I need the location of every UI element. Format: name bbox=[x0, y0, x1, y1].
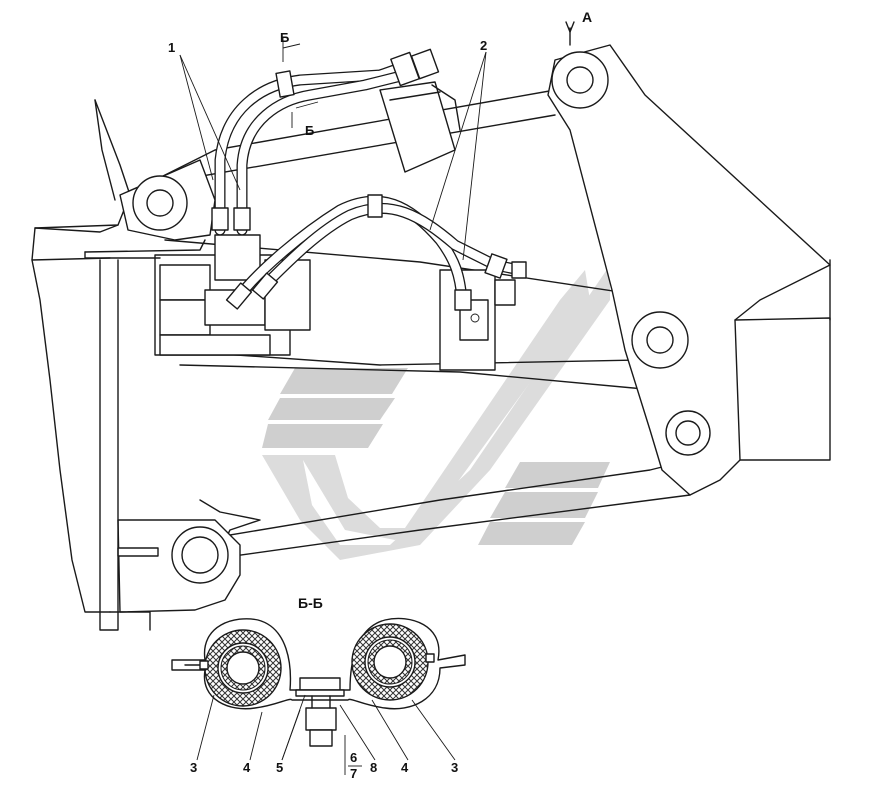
section-mark-top: Б bbox=[280, 30, 289, 45]
callout-3-left: 3 bbox=[190, 760, 197, 775]
frame-left bbox=[31, 99, 131, 613]
section-clamp bbox=[171, 617, 466, 775]
callout-4-left: 4 bbox=[243, 760, 251, 775]
callout-8: 8 bbox=[370, 760, 377, 775]
right-valve bbox=[439, 269, 516, 371]
section-title: Б-Б bbox=[298, 595, 323, 611]
callout-1: 1 bbox=[168, 40, 175, 55]
lower-pin-bracket bbox=[99, 259, 241, 631]
bellcrank bbox=[547, 21, 831, 496]
callout-2: 2 bbox=[480, 38, 487, 53]
callout-4-right: 4 bbox=[401, 760, 409, 775]
callout-leaders-main bbox=[179, 38, 487, 261]
view-label-a: А bbox=[582, 9, 592, 25]
callout-7: 7 bbox=[350, 766, 357, 781]
callout-6: 6 bbox=[350, 750, 357, 765]
hoses bbox=[211, 48, 527, 311]
watermark-logo bbox=[262, 265, 610, 560]
callout-3-right: 3 bbox=[451, 760, 458, 775]
callout-5: 5 bbox=[276, 760, 283, 775]
upper-left-pin bbox=[119, 159, 216, 241]
section-mark-bottom: Б bbox=[305, 123, 314, 138]
cylinder-top bbox=[379, 81, 461, 173]
